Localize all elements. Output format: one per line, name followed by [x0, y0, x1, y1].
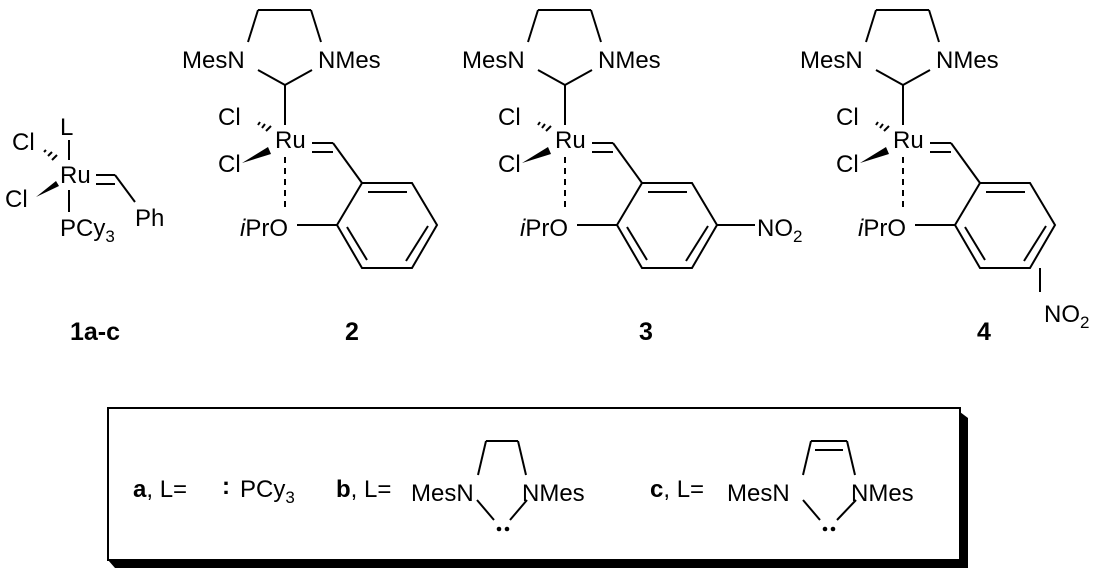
n-mes-left: MesN	[727, 480, 790, 507]
phenyl: Ph	[135, 205, 164, 232]
isopropoxy: iPrO	[240, 215, 288, 242]
n-mes-right: NMes	[851, 480, 914, 507]
nhc-unsaturated: MesN NMes	[727, 440, 914, 532]
n-mes-right: NMes	[522, 480, 585, 507]
n-mes-left: MesN	[411, 480, 474, 507]
compound-4: MesN NMes Cl Cl Ru iPrO NO2 4	[800, 9, 1089, 346]
ligand-legend-box: a, L= : PCy3 b, L= MesN NMes c, L= MesN …	[107, 407, 968, 568]
n-mes-right: NMes	[318, 47, 381, 74]
legend-b: b, L=	[336, 476, 391, 503]
metal-ru: Ru	[555, 127, 586, 154]
lone-pair: :	[222, 473, 230, 500]
compound-3: MesN NMes Cl Cl Ru iPrO NO2 3	[462, 9, 802, 346]
metal-ru: Ru	[275, 127, 306, 154]
legend-c: c, L=	[650, 476, 704, 503]
n-mes-left: MesN	[462, 47, 525, 74]
chloride-lower: Cl	[218, 151, 241, 178]
chloride-lower: Cl	[836, 151, 859, 178]
compound-label: 3	[639, 318, 653, 346]
chloride-upper: Cl	[498, 104, 521, 131]
chloride-upper: Cl	[12, 129, 35, 156]
n-mes-left: MesN	[182, 47, 245, 74]
ligand-l: L	[60, 114, 73, 141]
chloride-upper: Cl	[218, 104, 241, 131]
metal-ru: Ru	[893, 127, 924, 154]
compound-label: 1a-c	[70, 318, 120, 346]
isopropoxy: iPrO	[858, 215, 906, 242]
n-mes-left: MesN	[800, 47, 863, 74]
n-mes-right: NMes	[598, 47, 661, 74]
chloride-lower: Cl	[498, 151, 521, 178]
compound-1: L Cl Ru Cl PCy3 Ph 1a-c	[5, 114, 164, 346]
legend-a: a, L=	[133, 476, 187, 503]
n-mes-right: NMes	[936, 47, 999, 74]
bold-wedge	[36, 181, 59, 197]
compound-label: 2	[345, 318, 359, 346]
nitro-group: NO2	[757, 215, 802, 246]
phosphine: PCy3	[60, 215, 115, 246]
nhc-saturated: MesN NMes	[411, 440, 585, 532]
isopropoxy: iPrO	[520, 215, 568, 242]
hashed-wedge	[43, 149, 58, 161]
nitro-group: NO2	[1044, 301, 1089, 332]
legend-a-ligand: PCy3	[240, 476, 295, 507]
chloride-lower: Cl	[5, 186, 28, 213]
compound-label: 4	[977, 318, 991, 346]
chloride-upper: Cl	[836, 104, 859, 131]
metal-ru: Ru	[60, 162, 91, 189]
compound-2: MesN NMes Cl Cl Ru iPrO 2	[182, 9, 438, 346]
